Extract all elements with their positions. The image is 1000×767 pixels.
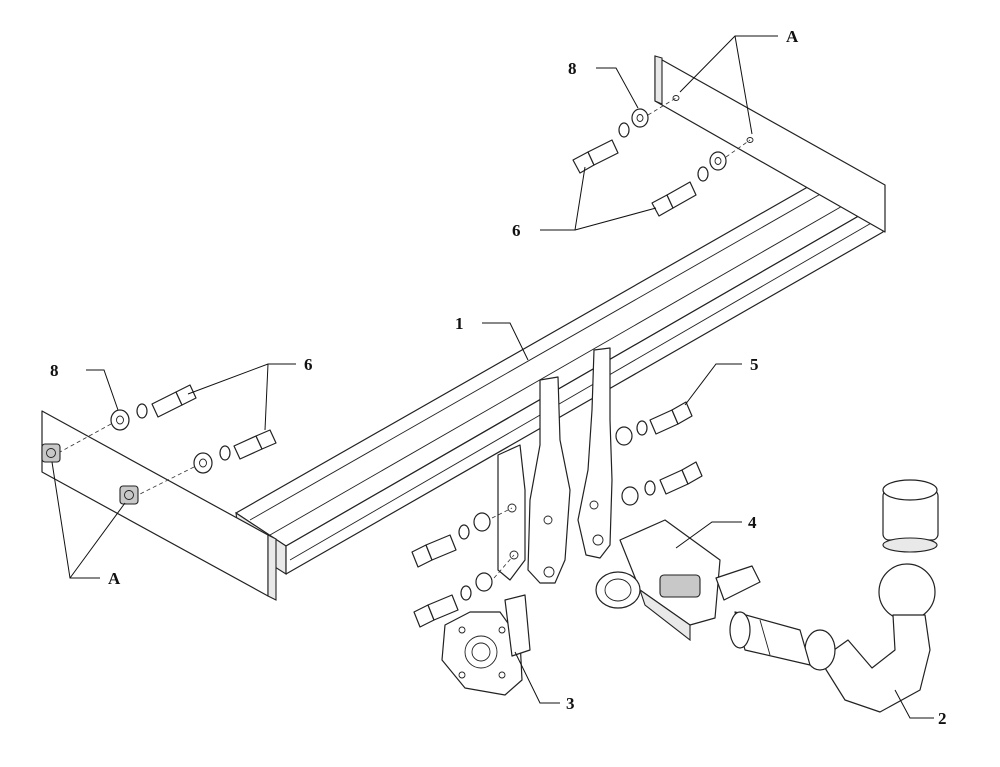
callout-part-1: 1 <box>455 314 464 333</box>
bolt-left-2 <box>193 429 277 474</box>
callout-part-8-top: 8 <box>568 59 577 78</box>
callout-part-3: 3 <box>566 694 575 713</box>
leader-lines <box>51 35 934 719</box>
bolt-center-lower-2 <box>413 572 493 628</box>
callout-part-6-top: 6 <box>512 221 521 240</box>
socket-plate <box>441 594 531 696</box>
tow-ball-assembly <box>729 479 939 713</box>
bolt-center-right-1 <box>615 401 693 446</box>
bolt-upper-2 <box>651 151 727 217</box>
right-mounting-plate <box>654 55 886 233</box>
callout-part-6-left: 6 <box>304 355 313 374</box>
cage-nut-upper <box>41 443 61 463</box>
callout-part-4: 4 <box>748 513 757 532</box>
callout-part-8-left: 8 <box>50 361 59 380</box>
callout-part-2: 2 <box>938 709 947 728</box>
cage-nut-lower <box>119 485 139 505</box>
callout-part-5: 5 <box>750 355 759 374</box>
bolt-upper-1 <box>572 108 649 174</box>
callout-a-bottom: A <box>108 569 121 588</box>
left-mounting-plate <box>41 410 277 601</box>
bolt-center-right-2 <box>621 461 703 506</box>
center-bracket-left <box>527 376 571 584</box>
bolt-center-lower-1 <box>411 512 491 568</box>
receiver-housing <box>595 519 761 642</box>
center-bracket-right <box>577 347 613 559</box>
callout-a-top: A <box>786 27 799 46</box>
bolt-left-1 <box>110 384 197 431</box>
rear-bracket-plate <box>497 444 526 581</box>
